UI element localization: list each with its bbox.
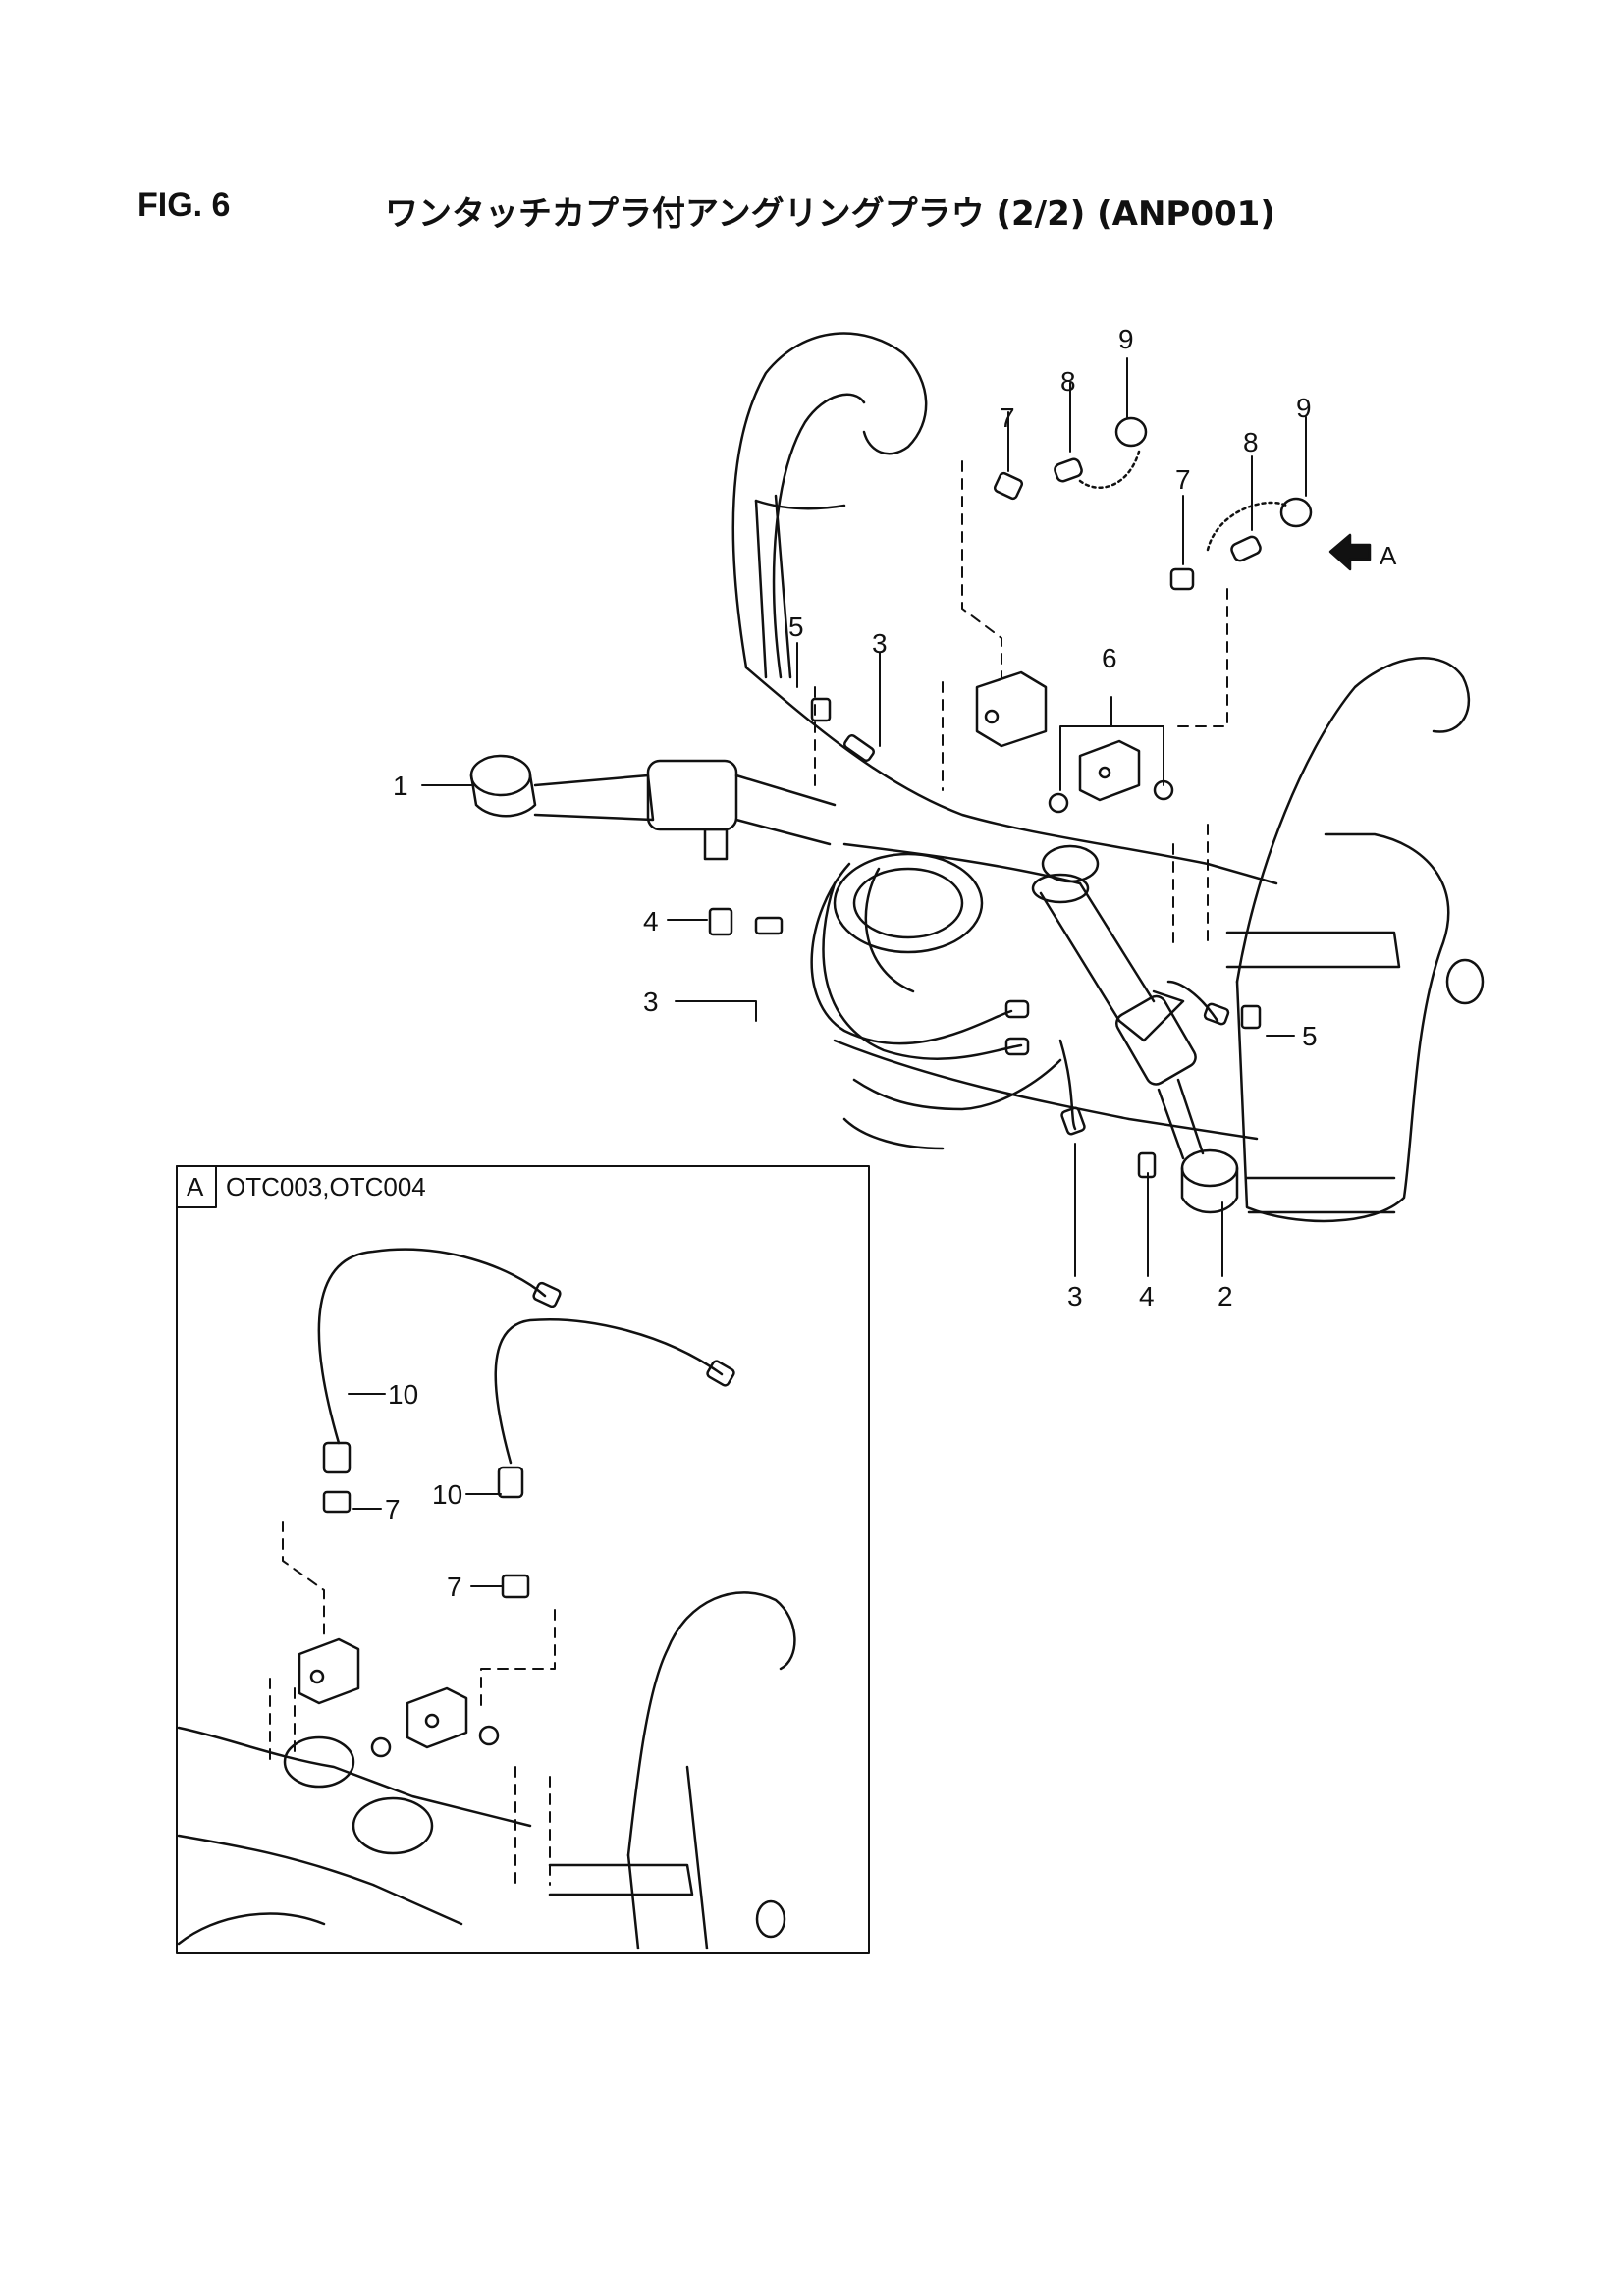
view-arrow-label: A <box>1380 541 1397 570</box>
callout-9-right: 9 <box>1296 393 1312 423</box>
hoses-3-drawing <box>810 733 1230 1136</box>
callout-7-right: 7 <box>1175 464 1191 495</box>
inset-callout-7-upper: 7 <box>385 1494 401 1524</box>
inset-view-letter: A <box>187 1172 204 1201</box>
figure-title: ワンタッチカプラ付アングリングプラウ (2/2) (ANP001) <box>385 194 1275 234</box>
callout-7-upper: 7 <box>1000 402 1015 433</box>
figure-header: FIG. 6 ワンタッチカプラ付アングリングプラウ (2/2) (ANP001) <box>137 187 1512 236</box>
inset-assembly-lines <box>269 1521 556 1886</box>
callout-3-bottom: 3 <box>1067 1281 1083 1311</box>
callout-4-left: 4 <box>643 906 659 936</box>
callout-4-bottom: 4 <box>1139 1281 1155 1311</box>
inset-leader-lines <box>348 1393 504 1587</box>
assembly-lines <box>814 460 1228 943</box>
quick-couplers-drawing <box>993 416 1372 591</box>
callout-6: 6 <box>1102 643 1117 673</box>
callout-9-upper: 9 <box>1118 324 1134 354</box>
callout-1: 1 <box>393 771 408 801</box>
leader-lines <box>421 357 1307 1277</box>
callout-5-top: 5 <box>788 612 804 642</box>
inset-callout-10-upper: 10 <box>388 1379 418 1410</box>
inset-labels: A OTC003,OTC004 10 10 7 7 <box>187 1172 462 1602</box>
callout-8-upper: 8 <box>1060 366 1076 397</box>
callout-3-top: 3 <box>872 628 888 659</box>
inset-callout-10-lower: 10 <box>432 1479 462 1510</box>
figure-number: FIG. 6 <box>137 187 231 224</box>
callout-5-right: 5 <box>1302 1021 1318 1051</box>
inset-letter-box <box>176 1165 217 1208</box>
plow-frame-drawing <box>731 332 1485 1223</box>
callout-2: 2 <box>1218 1281 1233 1311</box>
cylinder-2-drawing <box>1031 873 1239 1214</box>
callout-3-left: 3 <box>643 987 659 1017</box>
main-callouts: 1 2 3 3 3 4 4 5 5 6 7 7 8 8 9 9 A <box>393 324 1397 1311</box>
inset-callout-7-lower: 7 <box>447 1572 462 1602</box>
fittings-drawing <box>708 670 1262 1179</box>
inset-models: OTC003,OTC004 <box>226 1172 426 1201</box>
inset-drawing <box>177 1248 796 1950</box>
cylinder-1-drawing <box>469 754 837 861</box>
callout-8-right: 8 <box>1243 427 1259 457</box>
inset-frame <box>176 1165 870 1954</box>
